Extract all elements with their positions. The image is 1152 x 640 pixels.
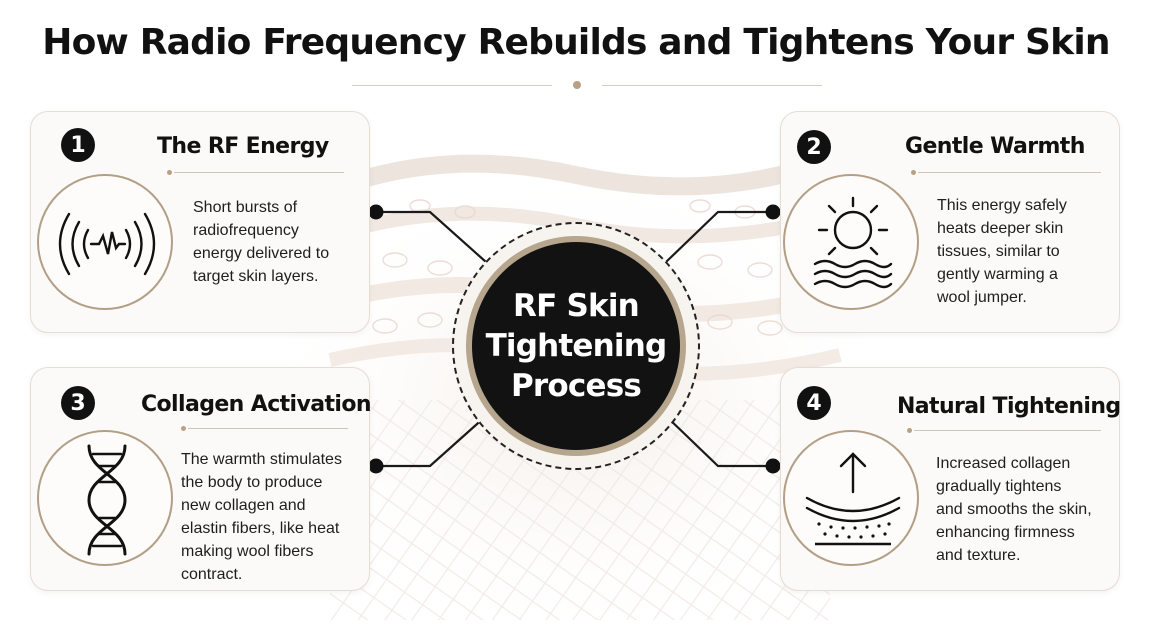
- step-card-2: 2 Gentle Warmth This energy safely heats…: [780, 111, 1120, 333]
- step-title-3: Collagen Activation: [141, 392, 372, 417]
- step-rule-dot-4: [907, 428, 912, 433]
- connector-dot-4: [765, 458, 781, 474]
- step-icon-circle-4: [783, 430, 919, 566]
- step-rule-1: [174, 172, 344, 173]
- dna-helix-icon: [87, 444, 127, 556]
- center-line-3: Process: [510, 368, 642, 404]
- step-title-1: The RF Energy: [157, 134, 329, 159]
- step-rule-3: [188, 428, 348, 429]
- title-divider-right: [602, 85, 822, 86]
- step-rule-4: [914, 430, 1101, 431]
- step-title-2: Gentle Warmth: [905, 134, 1085, 159]
- step-number-badge-3: 3: [61, 386, 95, 420]
- radio-wave-icon: [58, 212, 156, 276]
- step-description-3: The warmth stimulates the body to produc…: [181, 451, 342, 583]
- center-hub: RF Skin Tightening Process: [472, 242, 680, 450]
- step-description-1: Short bursts of radiofrequency energy de…: [193, 199, 330, 285]
- step-icon-circle-2: [783, 174, 919, 310]
- center-line-1: RF Skin: [513, 288, 640, 324]
- connector-dot-2: [765, 204, 781, 220]
- step-number-badge-2: 2: [797, 130, 831, 164]
- step-number-badge-1: 1: [61, 128, 95, 162]
- skin-lift-arrow-icon: [805, 452, 901, 546]
- step-rule-dot-2: [911, 170, 916, 175]
- step-icon-circle-3: [37, 430, 173, 566]
- title-divider-dot: [573, 81, 581, 89]
- center-line-2: Tightening: [485, 328, 668, 364]
- step-number-badge-4: 4: [797, 386, 831, 420]
- title-divider-left: [352, 85, 552, 86]
- step-card-1: 1 The RF Energy Short bursts of radiofre…: [30, 111, 370, 333]
- step-title-4: Natural Tightening: [897, 394, 1121, 419]
- connector-dot-1: [368, 204, 384, 220]
- step-rule-2: [918, 172, 1101, 173]
- step-description-2: This energy safely heats deeper skin tis…: [937, 197, 1067, 306]
- step-icon-circle-1: [37, 174, 173, 310]
- page-title: How Radio Frequency Rebuilds and Tighten…: [42, 22, 1110, 63]
- step-rule-dot-3: [181, 426, 186, 431]
- center-hub-label: RF Skin Tightening Process: [476, 286, 676, 406]
- sun-warmth-icon: [813, 196, 893, 289]
- step-rule-dot-1: [167, 170, 172, 175]
- step-description-4: Increased collagen gradually tightens an…: [936, 455, 1092, 564]
- step-card-3: 3 Collagen Activation The warmth stimula…: [30, 367, 372, 591]
- step-card-4: 4 Natural Tightening Increased collagen …: [780, 367, 1121, 591]
- connector-dot-3: [368, 458, 384, 474]
